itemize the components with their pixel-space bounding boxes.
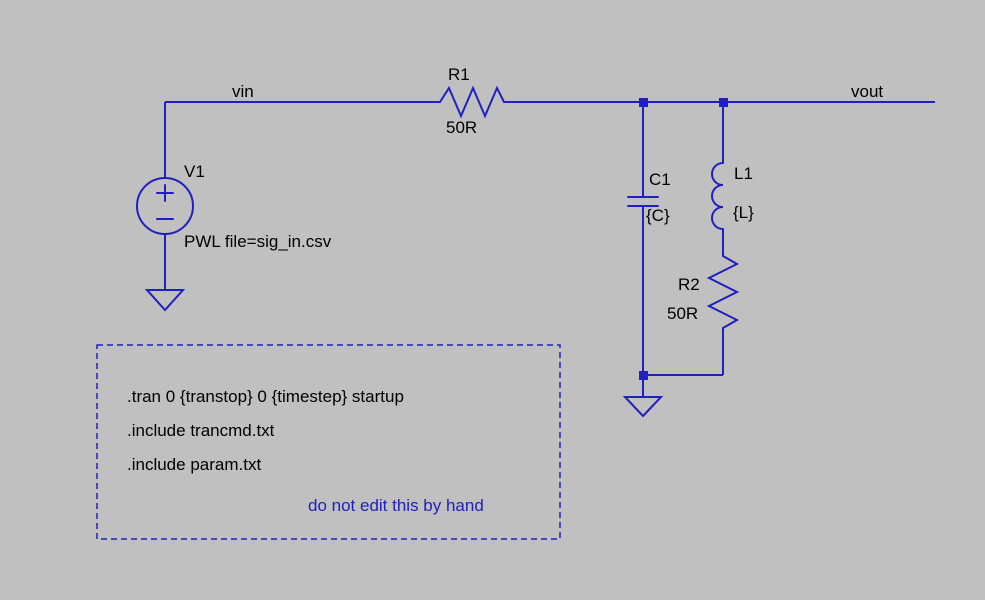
label-v1-value[interactable]: PWL file=sig_in.csv — [184, 232, 332, 251]
resistor-r2-symbol[interactable] — [706, 255, 740, 329]
junction-dot — [639, 98, 648, 107]
plus-sign-icon — [156, 184, 174, 202]
ground-icon[interactable] — [144, 289, 186, 312]
ground-icon[interactable] — [622, 396, 664, 418]
directive-line-include-param[interactable]: .include param.txt — [127, 455, 261, 474]
net-label-vout[interactable]: vout — [851, 82, 883, 101]
junction-dot — [719, 98, 728, 107]
label-c1-designator[interactable]: C1 — [649, 170, 671, 189]
label-c1-value[interactable]: {C} — [646, 206, 670, 225]
label-r1-value[interactable]: 50R — [446, 118, 477, 137]
spice-directive-block[interactable]: .tran 0 {transtop} 0 {timestep} startup … — [96, 344, 561, 540]
directive-line-include-trancmd[interactable]: .include trancmd.txt — [127, 421, 275, 440]
label-r2-designator[interactable]: R2 — [678, 275, 700, 294]
directive-box-border — [96, 344, 561, 540]
directive-note: do not edit this by hand — [308, 496, 484, 515]
inductor-l1-symbol[interactable] — [711, 162, 724, 230]
label-r1-designator[interactable]: R1 — [448, 65, 470, 84]
voltage-source-v1-symbol[interactable] — [136, 177, 194, 235]
label-l1-designator[interactable]: L1 — [734, 164, 753, 183]
label-l1-value[interactable]: {L} — [733, 203, 754, 222]
label-r2-value[interactable]: 50R — [667, 304, 698, 323]
net-label-vin[interactable]: vin — [232, 82, 254, 101]
capacitor-c1-symbol[interactable] — [627, 196, 659, 207]
directive-line-tran[interactable]: .tran 0 {transtop} 0 {timestep} startup — [127, 387, 404, 406]
junction-dot — [639, 371, 648, 380]
resistor-r1-symbol[interactable] — [439, 85, 505, 119]
label-v1-designator[interactable]: V1 — [184, 162, 205, 181]
